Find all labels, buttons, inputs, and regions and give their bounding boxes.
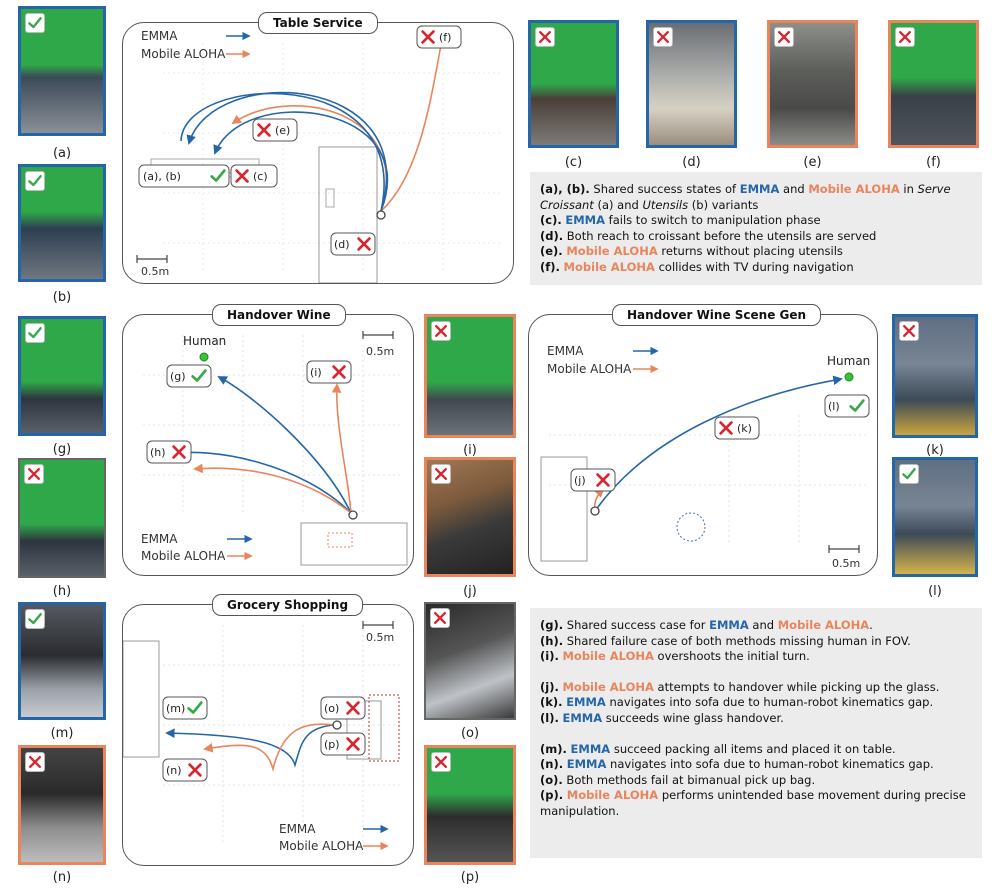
success-icon <box>25 323 45 343</box>
grocery-svg: 0.5m (m) (n) (o) (p) EMMA Mobile ALOHA <box>123 621 403 853</box>
photo-o <box>424 602 516 720</box>
fail-icon <box>430 608 450 628</box>
scene-gen-svg: Human EMMA Mobile ALOHA 0.5m (l) (k) (j) <box>540 344 870 570</box>
table-service-svg: EMMA Mobile ALOHA 0.5m (a), (b) (c) (e) … <box>136 25 503 283</box>
photo-f <box>888 20 979 148</box>
success-icon <box>25 171 45 191</box>
label-f: (f) <box>439 31 451 44</box>
label-k: (k) <box>737 422 752 435</box>
label-p: (p) <box>324 738 340 751</box>
grocery-map: 0.5m (m) (n) (o) (p) EMMA Mobile ALOHA <box>122 604 414 866</box>
caption-c: (c) <box>564 155 583 170</box>
label-e: (e) <box>275 124 290 137</box>
caption-a: (a) <box>52 146 72 161</box>
legend-aloha-label: Mobile ALOHA <box>547 362 632 376</box>
caption-b: (b) <box>52 290 72 305</box>
success-icon <box>25 13 45 33</box>
photo-j <box>424 457 516 577</box>
photo-g <box>18 316 106 436</box>
caption-k: (k) <box>926 443 944 458</box>
fail-icon <box>431 752 451 772</box>
photo-p <box>424 745 516 865</box>
caption-i: (i) <box>463 443 477 458</box>
fail-icon <box>895 27 915 47</box>
fail-icon <box>774 27 794 47</box>
fail-icon <box>431 321 451 341</box>
photo-n <box>18 745 106 865</box>
scene-gen-title: Handover Wine Scene Gen <box>612 304 822 326</box>
label-h: (h) <box>150 446 166 459</box>
label-m: (m) <box>166 702 185 715</box>
fail-icon <box>431 464 451 484</box>
fail-icon <box>535 27 555 47</box>
handover-wine-title: Handover Wine <box>212 304 346 326</box>
label-g: (g) <box>170 370 186 383</box>
legend-emma-label: EMMA <box>279 822 316 836</box>
caption-l: (l) <box>928 584 942 599</box>
grocery-title: Grocery Shopping <box>212 594 364 616</box>
photo-c <box>528 20 619 148</box>
fail-icon <box>24 464 44 484</box>
fail-icon <box>653 27 673 47</box>
caption-e: (e) <box>803 155 822 170</box>
handover-wine-svg: Human 0.5m (g) (h) (i) EMMA Mobile ALOHA <box>141 331 408 566</box>
label-ab: (a), (b) <box>143 170 181 183</box>
legend-aloha-label: Mobile ALOHA <box>141 47 226 61</box>
caption-d: (d) <box>682 155 701 170</box>
scale-label: 0.5m <box>366 345 394 358</box>
scale-label: 0.5m <box>141 265 169 278</box>
scale-label: 0.5m <box>366 631 394 644</box>
caption-p: (p) <box>460 870 480 885</box>
caption-g: (g) <box>52 442 72 457</box>
label-o: (o) <box>324 702 339 715</box>
notes-table-service: (a), (b). Shared success states of EMMA … <box>530 172 982 285</box>
notes-handover-grocery: (g). Shared success case for EMMA and Mo… <box>530 608 982 858</box>
photo-d <box>646 20 737 148</box>
photo-m <box>18 602 106 720</box>
human-label: Human <box>183 334 226 348</box>
table-service-map: EMMA Mobile ALOHA 0.5m (a), (b) (c) (e) … <box>122 22 514 284</box>
label-d: (d) <box>334 238 350 251</box>
label-c: (c) <box>253 170 268 183</box>
label-j: (j) <box>574 474 586 487</box>
legend-emma-label: EMMA <box>141 29 178 43</box>
legend-aloha-label: Mobile ALOHA <box>279 839 364 853</box>
photo-a <box>18 6 106 136</box>
photo-l <box>892 457 978 577</box>
legend-emma-label: EMMA <box>141 532 178 546</box>
success-icon <box>25 609 45 629</box>
label-n: (n) <box>166 764 182 777</box>
photo-e <box>767 20 858 148</box>
caption-o: (o) <box>460 726 480 741</box>
fail-icon <box>899 321 919 341</box>
legend-aloha-label: Mobile ALOHA <box>141 549 226 563</box>
caption-m: (m) <box>50 726 74 741</box>
caption-h: (h) <box>52 584 72 599</box>
human-label: Human <box>827 354 870 368</box>
label-i: (i) <box>310 366 322 379</box>
table-service-title: Table Service <box>258 12 378 34</box>
scene-gen-map: Human EMMA Mobile ALOHA 0.5m (l) (k) (j) <box>528 314 878 576</box>
label-l: (l) <box>828 400 840 413</box>
photo-h <box>18 458 106 578</box>
photo-b <box>18 164 106 282</box>
caption-j: (j) <box>463 584 477 599</box>
caption-f: (f) <box>926 155 941 170</box>
legend-emma-label: EMMA <box>547 344 584 358</box>
caption-n: (n) <box>52 870 72 885</box>
scale-label: 0.5m <box>832 557 860 570</box>
fail-icon <box>25 752 45 772</box>
photo-k <box>892 314 978 438</box>
photo-i <box>424 314 516 438</box>
handover-wine-map: Human 0.5m (g) (h) (i) EMMA Mobile ALOHA <box>122 314 414 576</box>
success-icon <box>899 464 919 484</box>
